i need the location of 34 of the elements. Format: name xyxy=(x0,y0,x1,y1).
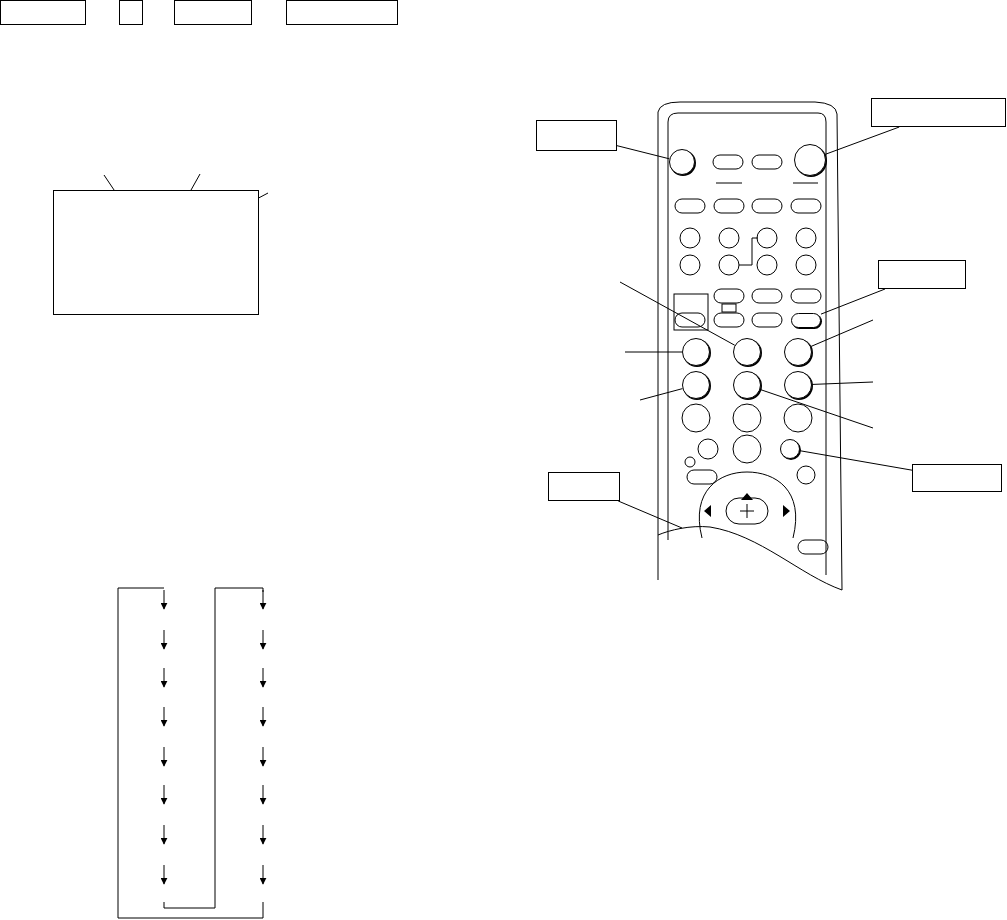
leader-line xyxy=(190,173,201,191)
leader-line xyxy=(258,192,269,199)
leader-line xyxy=(103,174,115,191)
label-box xyxy=(871,98,1006,127)
label-box xyxy=(912,464,1002,492)
leader-line xyxy=(616,145,670,160)
round-button xyxy=(682,371,710,399)
leader-line xyxy=(759,389,874,429)
label-box xyxy=(878,260,966,289)
label-box xyxy=(548,472,620,501)
label-box xyxy=(119,0,143,25)
round-button xyxy=(780,439,800,459)
round-button xyxy=(669,149,695,175)
label-box xyxy=(0,0,86,25)
leader-line xyxy=(824,126,900,155)
leader-line xyxy=(820,288,886,315)
screen-box xyxy=(53,190,259,315)
round-button xyxy=(733,371,761,399)
round-button xyxy=(682,338,710,366)
label-box xyxy=(536,120,617,151)
leader-line xyxy=(624,351,683,353)
label-box xyxy=(174,0,252,25)
leader-line xyxy=(639,388,683,401)
leader-line xyxy=(617,500,683,529)
leader-line xyxy=(799,450,913,471)
oval-button xyxy=(791,312,821,328)
leader-line xyxy=(619,281,736,346)
leader-line xyxy=(810,319,874,347)
leader-line xyxy=(811,381,874,385)
round-button xyxy=(794,144,826,176)
round-button xyxy=(733,338,761,366)
round-button xyxy=(784,371,812,399)
round-button xyxy=(784,338,812,366)
label-box xyxy=(286,0,398,25)
